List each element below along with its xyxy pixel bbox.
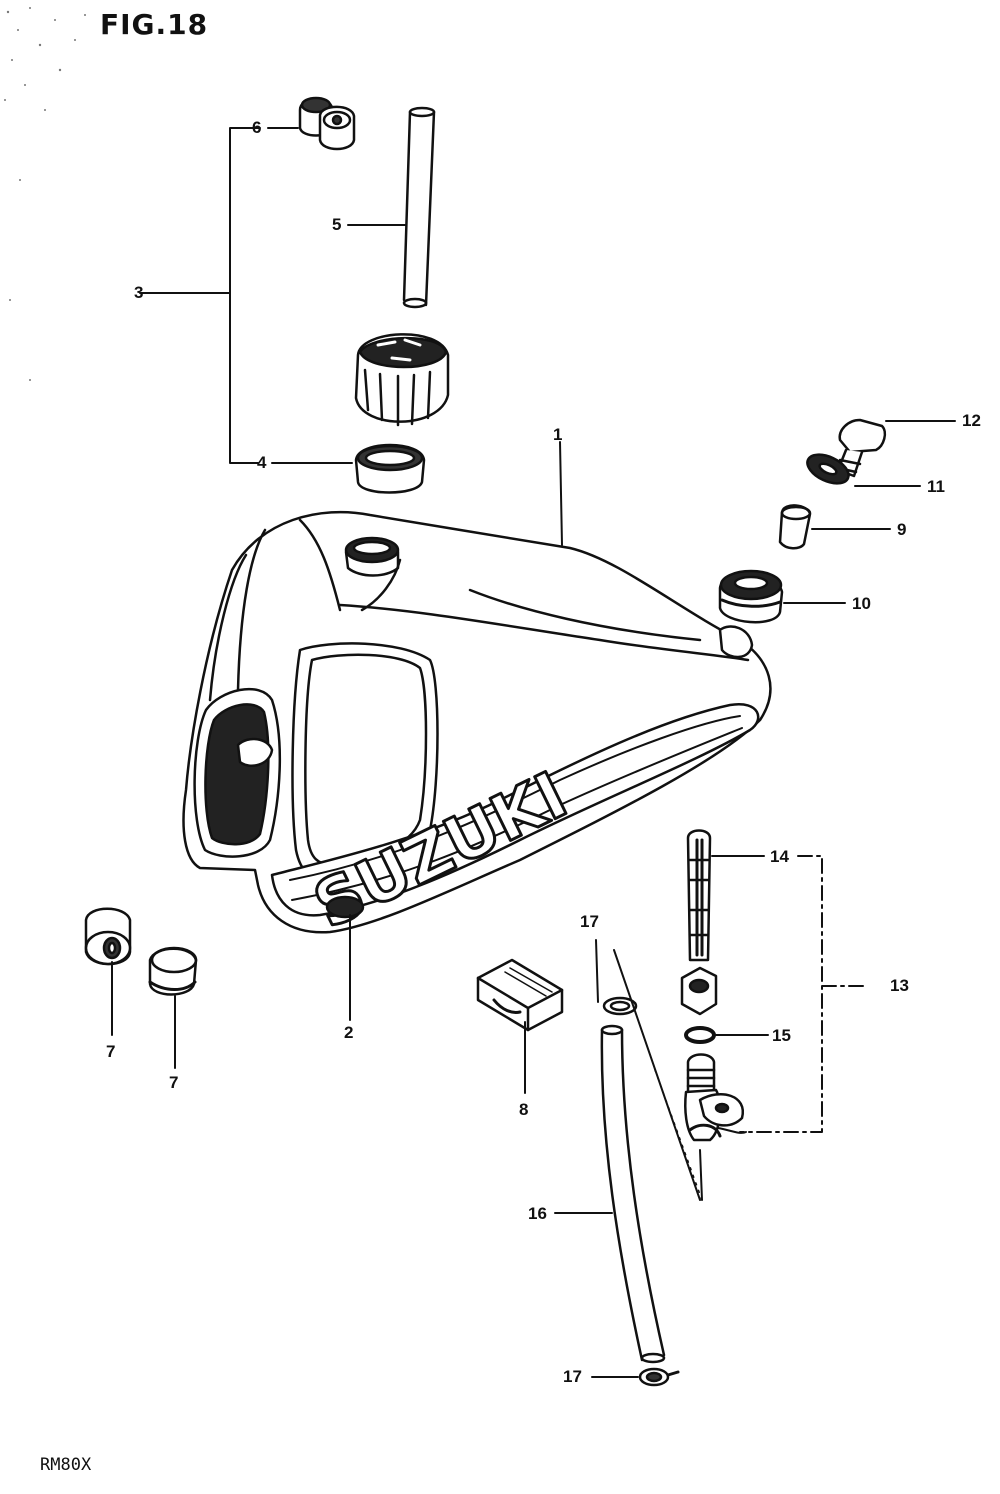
- part-15-o-ring: [684, 1026, 716, 1044]
- callout-17b: 17: [563, 1367, 582, 1386]
- assembly-line-c: [699, 1149, 703, 1201]
- part-9-collar: [778, 504, 812, 550]
- part-2-emblem: [325, 895, 365, 919]
- callout-15: 15: [772, 1026, 791, 1045]
- model-code: RM80X: [40, 1455, 92, 1475]
- part-8-holder: [476, 958, 564, 1032]
- assembly-line-a: [613, 949, 701, 1201]
- part-1-fuel-tank: [182, 510, 772, 934]
- callout-10: 10: [852, 594, 871, 613]
- callout-3: 3: [134, 283, 144, 302]
- callout-9: 9: [897, 520, 907, 539]
- leader-13-bracket: [739, 855, 869, 1133]
- callout-7b: 7: [169, 1073, 179, 1092]
- callout-12: 12: [962, 411, 981, 430]
- leader-3-bracket: [139, 127, 261, 464]
- part-14-fuel-filter: [686, 829, 712, 962]
- part-12-bolt: [836, 418, 887, 478]
- callout-6: 6: [252, 118, 262, 137]
- part-17-clamp-b: [638, 1367, 680, 1387]
- part-4-cap-gasket: [354, 443, 426, 494]
- figure-title: FIG.18: [100, 8, 209, 41]
- callout-13: 13: [890, 976, 909, 995]
- callout-17a: 17: [580, 912, 599, 931]
- leader-17a: [595, 939, 599, 1003]
- part-10-cushion: [718, 569, 784, 624]
- part-7-cushion-b: [148, 946, 198, 996]
- part-7-cushion-a: [84, 907, 132, 966]
- part-16-fuel-hose: [600, 1024, 666, 1364]
- fuel-cap: [354, 333, 450, 427]
- callout-16: 16: [528, 1204, 547, 1223]
- callout-8: 8: [519, 1100, 529, 1119]
- callout-5: 5: [332, 215, 342, 234]
- part-11-washer: [806, 453, 850, 485]
- part-6-breather-cap: [298, 96, 356, 151]
- callout-11: 11: [927, 477, 945, 496]
- callout-4: 4: [257, 453, 267, 472]
- callout-7a: 7: [106, 1042, 116, 1061]
- fuel-cock-body: [684, 1053, 747, 1142]
- callout-2: 2: [344, 1023, 354, 1042]
- fuel-cock-nut: [680, 966, 718, 1016]
- callout-14: 14: [770, 847, 789, 866]
- part-5-breather-hose: [402, 106, 436, 309]
- callout-1: 1: [553, 425, 563, 444]
- leader-1: [559, 441, 563, 546]
- scan-speckle: [4, 7, 86, 381]
- part-17-clamp-a: [602, 996, 638, 1016]
